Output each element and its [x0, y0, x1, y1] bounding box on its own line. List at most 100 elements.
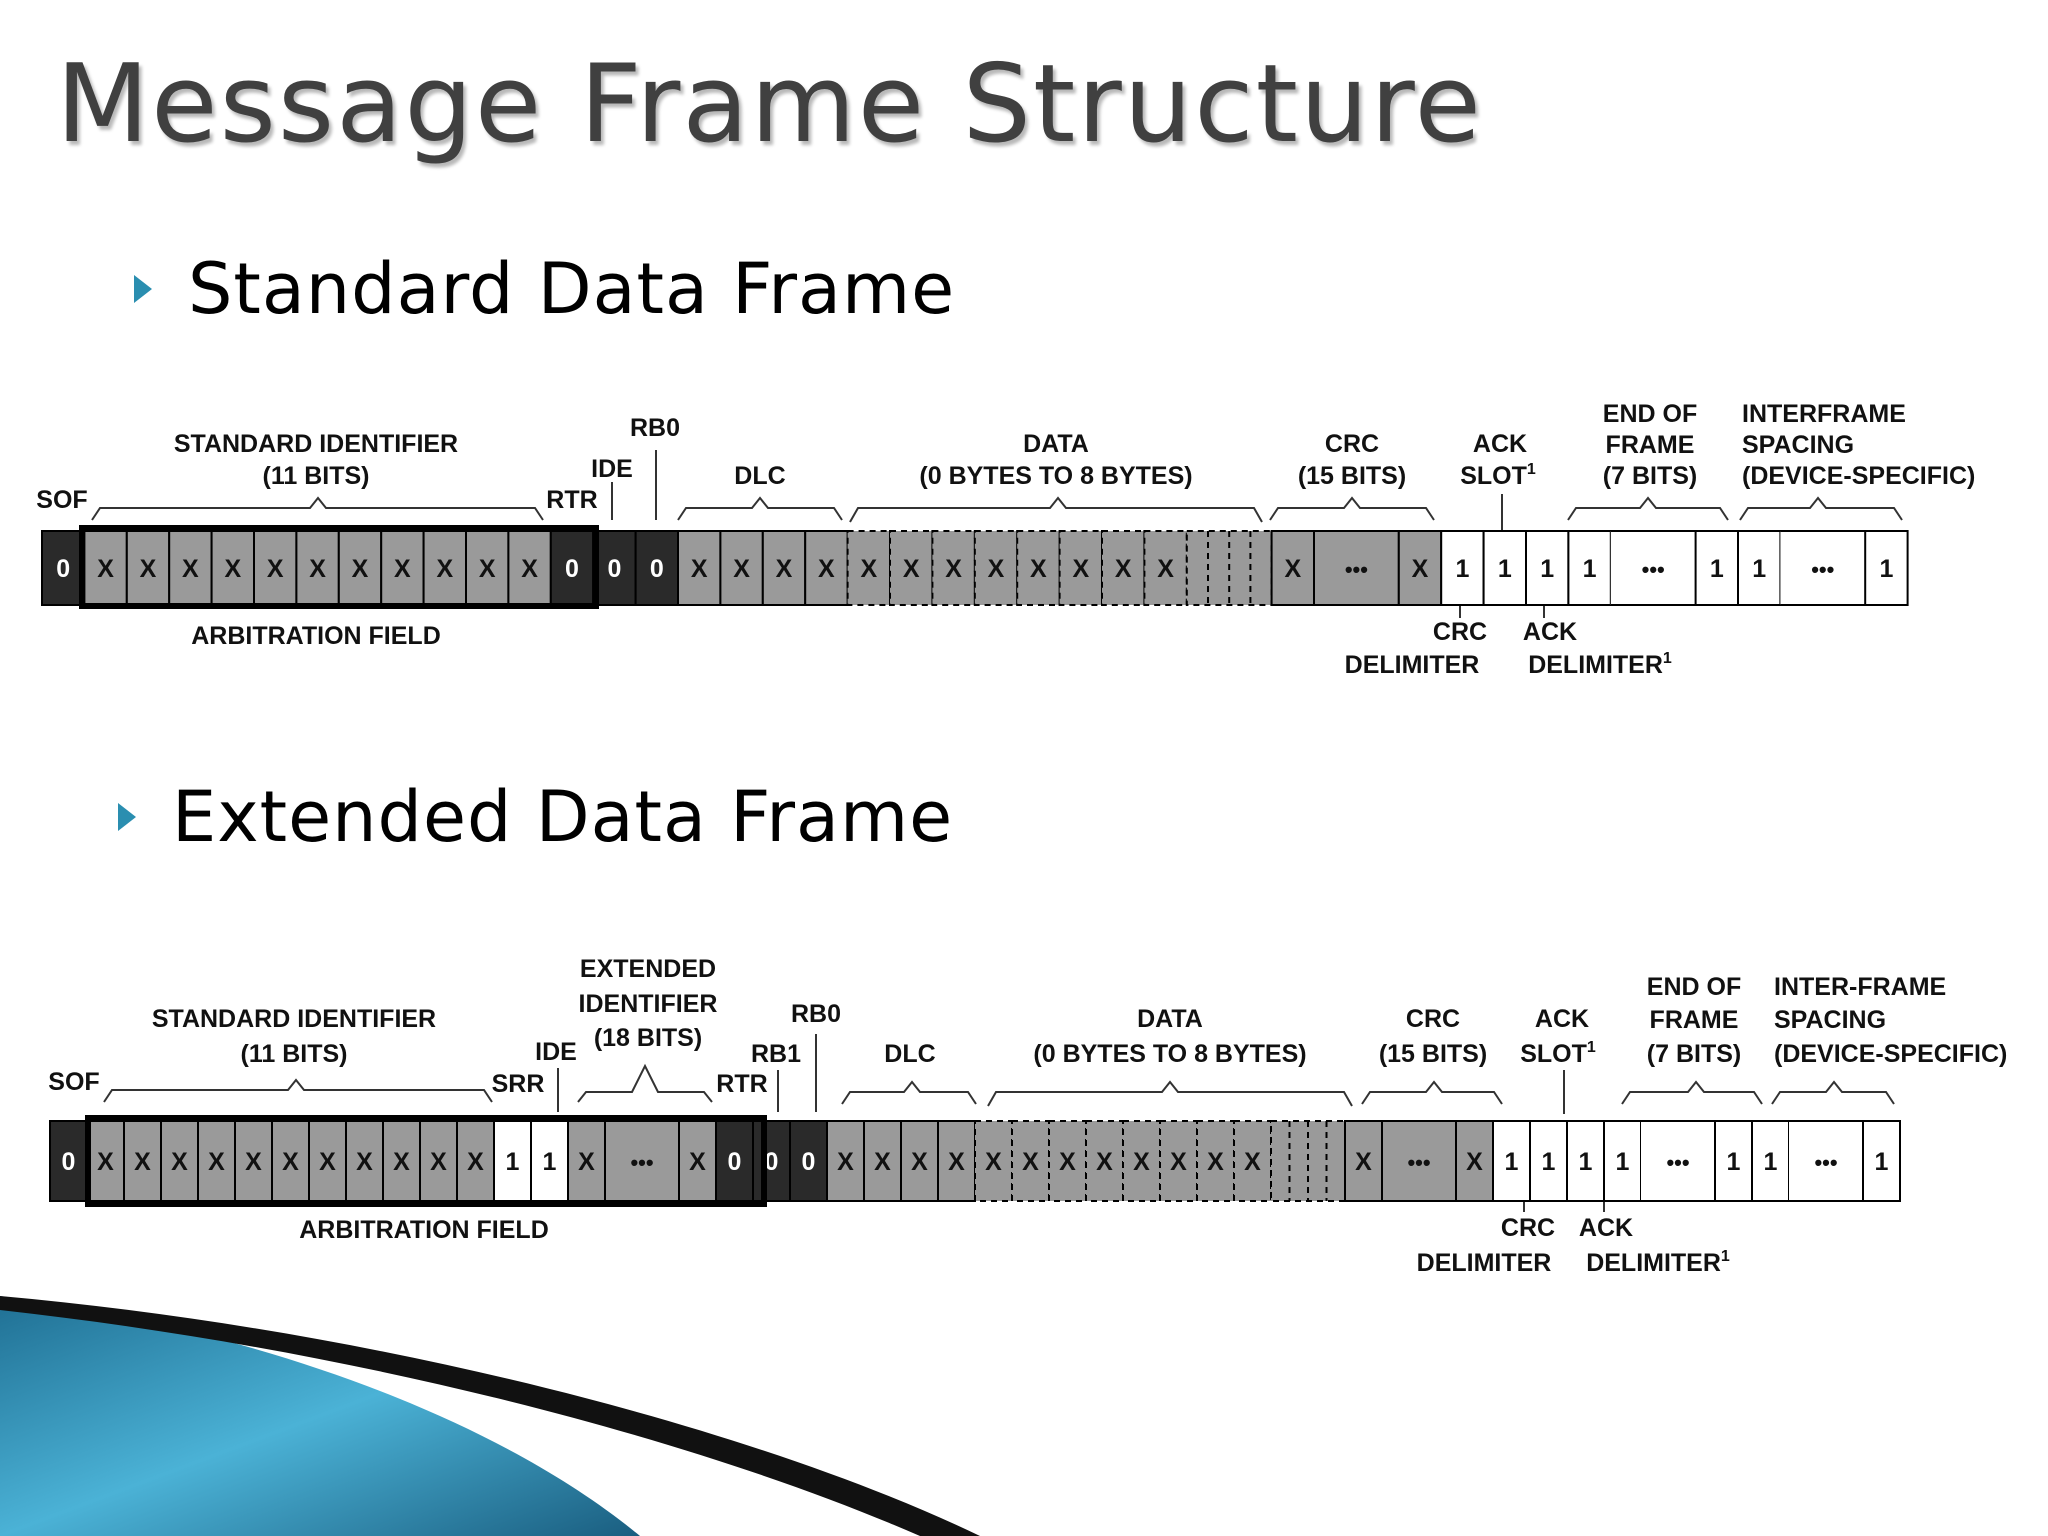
ext-bit-value-26: X	[1059, 1148, 1076, 1176]
std-label-std-id-1: STANDARD IDENTIFIER	[174, 430, 458, 458]
ext-bit-value-44: 1	[1875, 1148, 1889, 1176]
ext-bit-value-38: 1	[1579, 1148, 1593, 1176]
std-bit-value-33: 1	[1540, 555, 1554, 583]
std-bit-value-7: X	[352, 555, 369, 583]
ext-bit-value-30: X	[1207, 1148, 1224, 1176]
ext-label-ext-id-1: EXTENDED	[580, 955, 716, 983]
std-bit-26: X	[1143, 530, 1188, 606]
ext-label-ack-delim-1: ACK	[1579, 1214, 1633, 1242]
ext-bit-value-16: X	[689, 1148, 706, 1176]
ext-bit-22: X	[900, 1120, 939, 1202]
std-bit-value-6: X	[309, 555, 326, 583]
ext-bit-value-37: 1	[1542, 1148, 1556, 1176]
ext-bit-cell-44	[1862, 1120, 1901, 1202]
std-bit-value-14: 0	[650, 555, 664, 583]
ext-bit-value-29: X	[1170, 1148, 1187, 1176]
ext-bit-value-34: •••	[1407, 1150, 1430, 1175]
std-bit-cell-34	[1567, 530, 1612, 606]
ext-label-ack-delim-2: DELIMITER1	[1586, 1248, 1730, 1277]
std-label-ack-delim-2: DELIMITER1	[1528, 650, 1672, 679]
bullet-standard-data-frame: Standard Data Frame	[134, 248, 955, 330]
std-bit-value-23: X	[1030, 555, 1047, 583]
ext-bit-5: X	[234, 1120, 273, 1202]
ext-label-crc-2: (15 BITS)	[1379, 1040, 1487, 1068]
ext-label-data-2: (0 BYTES TO 8 BYTES)	[1033, 1040, 1306, 1068]
ext-bit-44: 1	[1862, 1120, 1901, 1202]
ext-brace-ext-id	[577, 1063, 713, 1103]
ext-braces	[103, 1034, 1895, 1212]
ext-bit-cell-34	[1381, 1120, 1457, 1202]
std-bit-cell-18	[804, 530, 849, 606]
ext-bit-4: X	[197, 1120, 236, 1202]
std-brace-dlc	[677, 496, 843, 521]
std-bit-cell-22	[973, 530, 1019, 606]
std-bit-value-3: X	[182, 555, 199, 583]
slide-title: Message Frame Structure	[56, 42, 1483, 167]
std-bit-cell-9	[422, 530, 468, 606]
ext-bit-13: 1	[530, 1120, 569, 1202]
std-bit-value-5: X	[267, 555, 284, 583]
ext-bit-41: 1	[1714, 1120, 1753, 1202]
ext-bit-value-13: 1	[543, 1148, 557, 1176]
std-label-sof: SOF	[36, 486, 87, 514]
ext-bit-35: X	[1455, 1120, 1494, 1202]
ext-bit-value-0: 0	[62, 1148, 76, 1176]
ext-bit-29: X	[1159, 1120, 1198, 1202]
std-bit-cell-25	[1101, 530, 1146, 606]
std-bit-1: X	[83, 530, 128, 606]
ext-label-ack-1: ACK	[1535, 1005, 1589, 1033]
std-bit-31: 1	[1440, 530, 1485, 606]
ext-label-arbitration: ARBITRATION FIELD	[299, 1216, 549, 1244]
ext-label-dlc: DLC	[884, 1040, 935, 1068]
std-label-std-id-2: (11 BITS)	[263, 462, 370, 490]
std-bit-value-16: X	[733, 555, 750, 583]
std-bit-15: X	[677, 530, 722, 606]
std-bit-cell-38	[1780, 531, 1866, 605]
bullet-extended-label: Extended Data Frame	[172, 776, 954, 858]
ext-bit-value-3: X	[171, 1148, 188, 1176]
ext-bit-value-14: X	[578, 1148, 595, 1176]
ext-bit-value-33: X	[1355, 1148, 1372, 1176]
ext-bit-cell-21	[863, 1120, 902, 1202]
std-bit-cell-29	[1313, 530, 1400, 606]
ext-label-eof-1: END OF	[1647, 973, 1741, 1001]
ext-label-eof-3: (7 BITS)	[1647, 1040, 1741, 1068]
ext-bit-value-11: X	[467, 1148, 484, 1176]
ext-bit-12: 1	[493, 1120, 532, 1202]
ext-label-ext-id-2: IDENTIFIER	[579, 990, 718, 1018]
std-brace-data	[849, 496, 1263, 523]
bullet-arrow-icon	[118, 803, 136, 831]
ext-bit-value-4: X	[208, 1148, 225, 1176]
ext-bit-value-35: X	[1466, 1148, 1483, 1176]
std-bit-17: X	[761, 530, 807, 606]
std-brace-std-id	[91, 496, 544, 521]
ext-bit-value-36: 1	[1505, 1148, 1519, 1176]
ext-bit-value-42: 1	[1764, 1148, 1778, 1176]
std-bit-value-35: •••	[1642, 557, 1665, 582]
ext-bit-value-22: X	[911, 1148, 928, 1176]
std-brace-ifs	[1739, 496, 1903, 521]
std-bit-value-15: X	[691, 555, 708, 583]
std-bit-cell-31	[1440, 530, 1485, 606]
ext-bit-43: •••	[1789, 1120, 1863, 1202]
std-label-eof-2: FRAME	[1606, 431, 1695, 459]
bullet-arrow-icon	[134, 275, 152, 303]
ext-bit-value-24: X	[985, 1148, 1002, 1176]
ext-label-sof: SOF	[48, 1068, 99, 1096]
ext-bit-cell-30	[1196, 1120, 1235, 1202]
std-bit-cell-30	[1397, 530, 1443, 606]
std-label-crc-1: CRC	[1325, 430, 1379, 458]
ext-bit-37: 1	[1529, 1120, 1568, 1202]
ext-brace-crc	[1361, 1080, 1503, 1105]
ext-label-srr: SRR	[492, 1070, 545, 1098]
std-bit-value-39: 1	[1879, 555, 1893, 583]
std-label-data-1: DATA	[1023, 430, 1089, 458]
ext-bit-cell-43	[1789, 1121, 1863, 1201]
std-bit-value-12: 0	[565, 555, 579, 583]
std-bit-value-13: 0	[607, 555, 621, 583]
ext-bit-26: X	[1048, 1120, 1087, 1202]
std-label-data-2: (0 BYTES TO 8 BYTES)	[919, 462, 1192, 490]
